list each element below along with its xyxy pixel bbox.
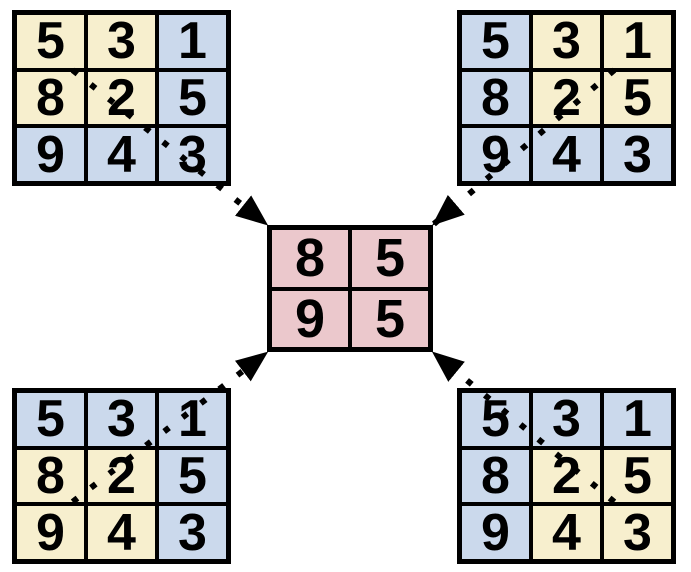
grid-cell: 5 <box>604 449 671 503</box>
input-grid-top-left: 5 3 1 8 2 5 9 4 3 <box>12 10 231 186</box>
grid-cell: 8 <box>17 449 84 503</box>
grid-cell: 2 <box>88 449 155 503</box>
output-cell: 5 <box>352 230 428 287</box>
grid-cell: 2 <box>533 449 600 503</box>
input-grid-top-right: 5 3 1 8 2 5 9 4 3 <box>457 10 676 186</box>
output-grid: 8 5 9 5 <box>267 225 433 352</box>
grid-cell: 9 <box>462 506 529 559</box>
grid-cell: 3 <box>533 393 600 446</box>
grid-cell: 5 <box>462 393 529 446</box>
grid-cell: 9 <box>462 128 529 181</box>
grid-cell: 1 <box>604 393 671 446</box>
grid-cell: 4 <box>88 128 155 181</box>
output-cell: 8 <box>272 230 348 287</box>
input-grid-bottom-left: 5 3 1 8 2 5 9 4 3 <box>12 388 231 564</box>
grid-cell: 1 <box>604 15 671 68</box>
grid-cell: 3 <box>604 506 671 559</box>
grid-cell: 4 <box>533 128 600 181</box>
grid-cell: 5 <box>17 393 84 446</box>
grid-cell: 2 <box>533 71 600 125</box>
grid-cell: 3 <box>604 128 671 181</box>
grid-cell: 8 <box>462 449 529 503</box>
grid-cell: 5 <box>159 71 226 125</box>
grid-cell: 3 <box>88 15 155 68</box>
grid-cell: 4 <box>88 506 155 559</box>
grid-cell: 3 <box>159 128 226 181</box>
grid-cell: 5 <box>462 15 529 68</box>
grid-cell: 1 <box>159 15 226 68</box>
grid-cell: 5 <box>17 15 84 68</box>
grid-cell: 1 <box>159 393 226 446</box>
grid-cell: 3 <box>533 15 600 68</box>
grid-cell: 9 <box>17 506 84 559</box>
output-cell: 5 <box>352 290 428 347</box>
grid-cell: 5 <box>159 449 226 503</box>
grid-cell: 3 <box>159 506 226 559</box>
grid-cell: 4 <box>533 506 600 559</box>
grid-cell: 5 <box>604 71 671 125</box>
grid-cell: 2 <box>88 71 155 125</box>
input-grid-bottom-right: 5 3 1 8 2 5 9 4 3 <box>457 388 676 564</box>
grid-cell: 8 <box>462 71 529 125</box>
grid-cell: 3 <box>88 393 155 446</box>
grid-cell: 9 <box>17 128 84 181</box>
output-cell: 9 <box>272 290 348 347</box>
grid-cell: 8 <box>17 71 84 125</box>
